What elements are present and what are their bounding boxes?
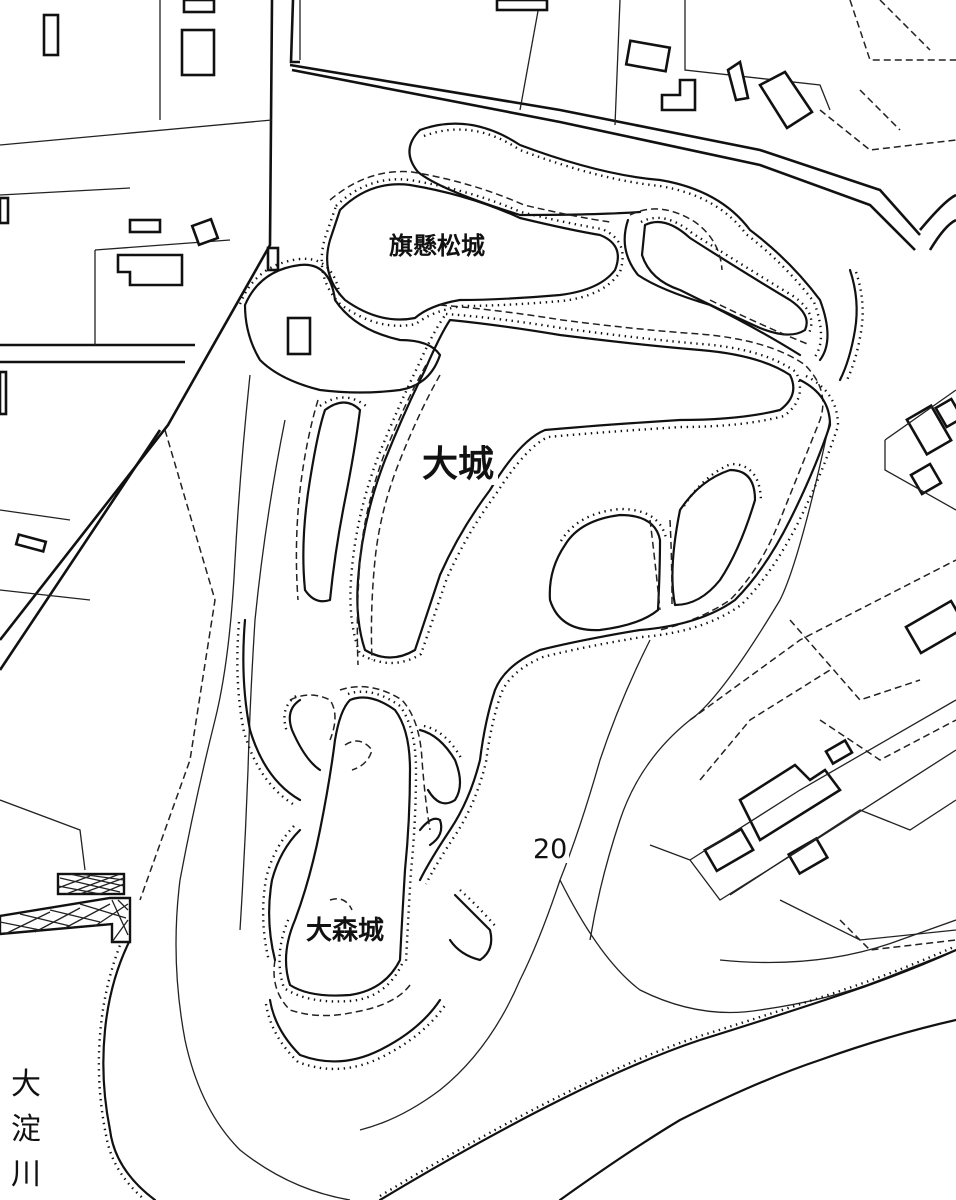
building <box>726 59 750 102</box>
building <box>905 403 953 457</box>
building <box>116 253 184 287</box>
building <box>190 217 220 247</box>
label-hatakake-castle: 旗懸松城 <box>386 233 488 259</box>
contour-lines <box>175 374 956 1200</box>
building <box>0 196 10 225</box>
building <box>286 316 312 356</box>
building <box>904 599 956 655</box>
label-oshiro: 大城 <box>418 445 499 485</box>
building <box>0 370 8 416</box>
building <box>909 462 943 496</box>
building <box>182 0 216 14</box>
hatakake-castle-enclosure <box>238 122 864 394</box>
southern-slope <box>378 944 956 1200</box>
building <box>758 70 814 130</box>
buildings <box>0 0 956 876</box>
oshiro-enclosure <box>236 304 840 885</box>
building <box>128 218 162 234</box>
omori-castle-enclosure <box>261 685 498 1071</box>
building <box>180 28 216 77</box>
label-contour-elevation: 20 <box>531 834 570 865</box>
label-river: 大淀川 <box>11 1067 41 1192</box>
building <box>495 0 549 12</box>
embankment <box>0 872 132 944</box>
building <box>824 738 854 766</box>
building <box>624 39 672 73</box>
river-bank <box>0 872 157 1200</box>
building <box>14 532 48 554</box>
building <box>786 836 830 876</box>
road-network <box>0 0 956 901</box>
label-omori-castle: 大森城 <box>303 917 388 945</box>
building <box>266 246 280 272</box>
building <box>42 13 60 57</box>
parcel-lines-east <box>649 389 956 951</box>
building <box>738 763 842 842</box>
building <box>660 78 697 112</box>
